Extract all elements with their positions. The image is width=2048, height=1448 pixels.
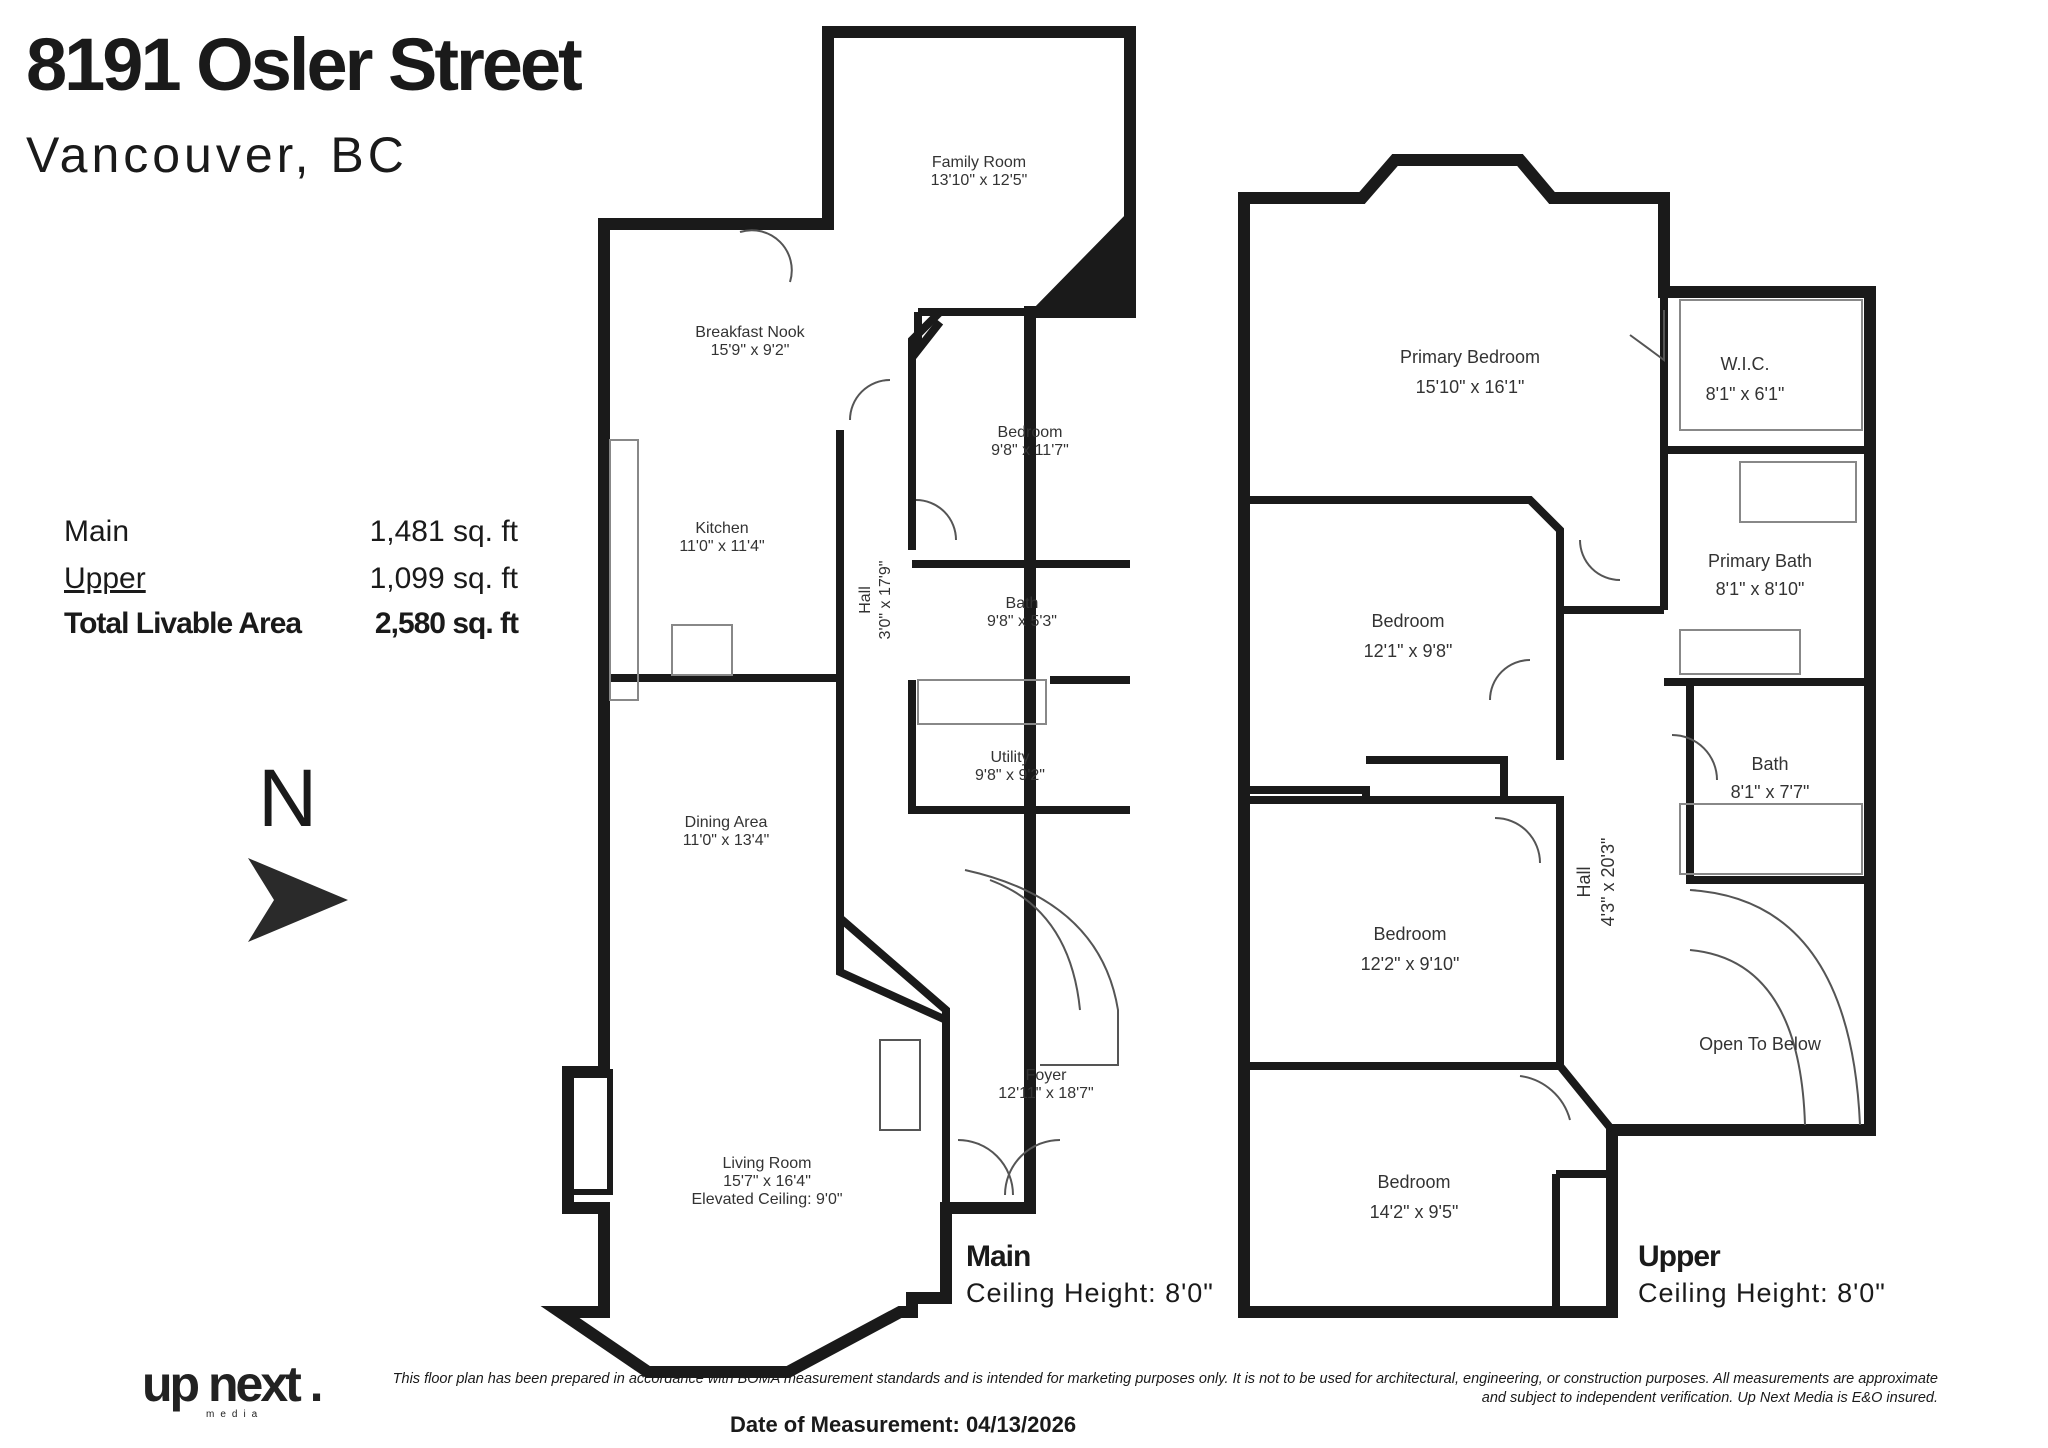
room-size: 11'0" x 11'4": [679, 538, 764, 555]
area-row-upper: Upper 1,099 sq. ft: [64, 562, 518, 596]
area-row-total: Total Livable Area 2,580 sq. ft: [64, 607, 519, 641]
room-size: 15'10" x 16'1": [1416, 377, 1525, 397]
room-name: Open To Below: [1699, 1034, 1822, 1054]
upper-stairs: [1689, 889, 1861, 1126]
room-name: Bath: [1006, 595, 1039, 612]
room-name: Bedroom: [998, 424, 1063, 441]
company-logo-sub: media: [206, 1409, 264, 1420]
disclaimer-text: This floor plan has been prepared in acc…: [392, 1371, 1938, 1406]
room-name: Family Room: [932, 154, 1026, 171]
room-name: Breakfast Nook: [695, 324, 805, 341]
room-size: 8'1" x 8'10": [1716, 579, 1805, 599]
area-value: 1,099 sq. ft: [369, 562, 518, 595]
room-size: 4'3" x 20'3": [1598, 838, 1618, 927]
main-doors: [739, 229, 1061, 1196]
room-size: 12'11" x 18'7": [998, 1085, 1093, 1102]
fixtures: [609, 299, 1863, 875]
north-arrow-icon: [248, 858, 348, 942]
room-size: 8'1" x 6'1": [1706, 384, 1785, 404]
room-size: 15'7" x 16'4": [723, 1173, 811, 1190]
upper-doors: [1489, 310, 1718, 1121]
room-size: 9'8" x 5'3": [987, 613, 1057, 630]
property-address: 8191 Osler Street: [26, 23, 583, 106]
area-value: 2,580 sq. ft: [374, 607, 519, 640]
stair-void: [1030, 210, 1130, 312]
level-name-upper: Upper: [1638, 1240, 1721, 1273]
room-size: 11'0" x 13'4": [683, 832, 770, 849]
company-logo: up next .: [142, 1356, 324, 1412]
area-label: Upper: [64, 562, 146, 595]
main-level-walls: [540, 26, 1136, 1378]
room-name: Utility: [990, 749, 1029, 766]
level-name-main: Main: [966, 1240, 1031, 1273]
room-size: 12'1" x 9'8": [1364, 641, 1453, 661]
area-label: Total Livable Area: [64, 607, 302, 640]
room-name: Bedroom: [1373, 924, 1446, 944]
room-name: Foyer: [1026, 1067, 1068, 1084]
room-name: Bedroom: [1377, 1172, 1450, 1192]
room-name: Hall: [1574, 866, 1594, 897]
room-size: 12'2" x 9'10": [1361, 954, 1460, 974]
area-label: Main: [64, 515, 130, 548]
main-stairs: [964, 869, 1119, 1066]
room-size: 3'0" x 17'9": [877, 561, 894, 640]
area-row-main: Main 1,481 sq. ft: [64, 515, 518, 549]
room-size: 9'8" x 9'2": [975, 767, 1045, 784]
room-size: 14'2" x 9'5": [1370, 1202, 1459, 1222]
room-name: Kitchen: [695, 520, 748, 537]
room-name: Hall: [857, 586, 874, 614]
room-name: Primary Bath: [1708, 551, 1812, 571]
room-name: Living Room: [723, 1155, 812, 1172]
room-name: Primary Bedroom: [1400, 347, 1540, 367]
room-name: Dining Area: [685, 814, 768, 831]
upper-level-interior-walls: [1244, 292, 1870, 1312]
measurement-date: Date of Measurement: 04/13/2026: [730, 1412, 1077, 1437]
area-value: 1,481 sq. ft: [369, 515, 518, 548]
property-city: Vancouver, BC: [26, 127, 408, 183]
room-name: W.I.C.: [1721, 354, 1770, 374]
room-note: Elevated Ceiling: 9'0": [691, 1191, 842, 1208]
room-size: 8'1" x 7'7": [1731, 782, 1810, 802]
room-size: 15'9" x 9'2": [711, 342, 790, 359]
room-size: 13'10" x 12'5": [931, 172, 1028, 189]
room-name: Bath: [1751, 754, 1788, 774]
room-name: Bedroom: [1371, 611, 1444, 631]
level-ceiling-upper: Ceiling Height: 8'0": [1638, 1278, 1886, 1308]
north-label: N: [258, 753, 318, 844]
level-ceiling-main: Ceiling Height: 8'0": [966, 1278, 1214, 1308]
room-size: 9'8" x 11'7": [991, 442, 1069, 459]
fireplace: [565, 1069, 613, 1195]
